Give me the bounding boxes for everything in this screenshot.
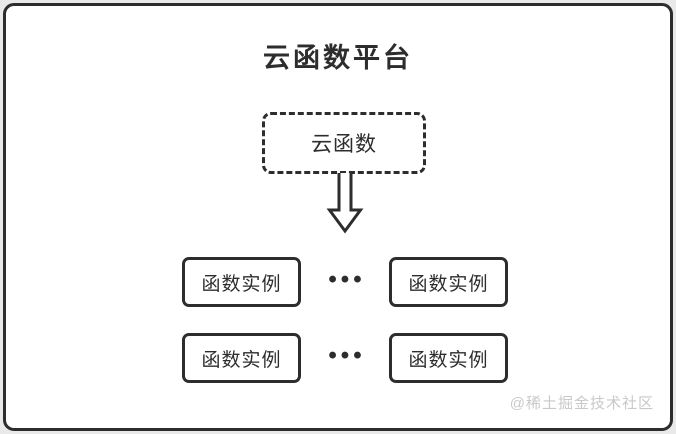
cloud-function-node-label: 云函数: [311, 133, 377, 156]
function-instance-node: 函数实例: [389, 257, 508, 307]
down-arrow-icon: [326, 173, 364, 234]
ellipsis-dots: •••: [328, 342, 366, 369]
watermark: @稀土掘金技术社区: [509, 395, 654, 412]
function-instance-label: 函数实例: [201, 273, 282, 295]
function-instance-node: 函数实例: [182, 257, 301, 307]
function-instance-node: 函数实例: [389, 333, 508, 383]
function-instance-label: 函数实例: [408, 273, 489, 295]
cloud-function-node: 云函数: [262, 112, 426, 174]
function-instance-node: 函数实例: [182, 333, 301, 383]
ellipsis-dots: •••: [328, 266, 366, 293]
diagram-title: 云函数平台: [263, 43, 413, 73]
function-instance-label: 函数实例: [201, 349, 282, 371]
function-instance-label: 函数实例: [408, 349, 489, 371]
diagram-canvas-frame: 云函数平台 云函数 函数实例 ••• 函数实例 函数实例 ••• 函数实例 @稀…: [3, 3, 673, 431]
